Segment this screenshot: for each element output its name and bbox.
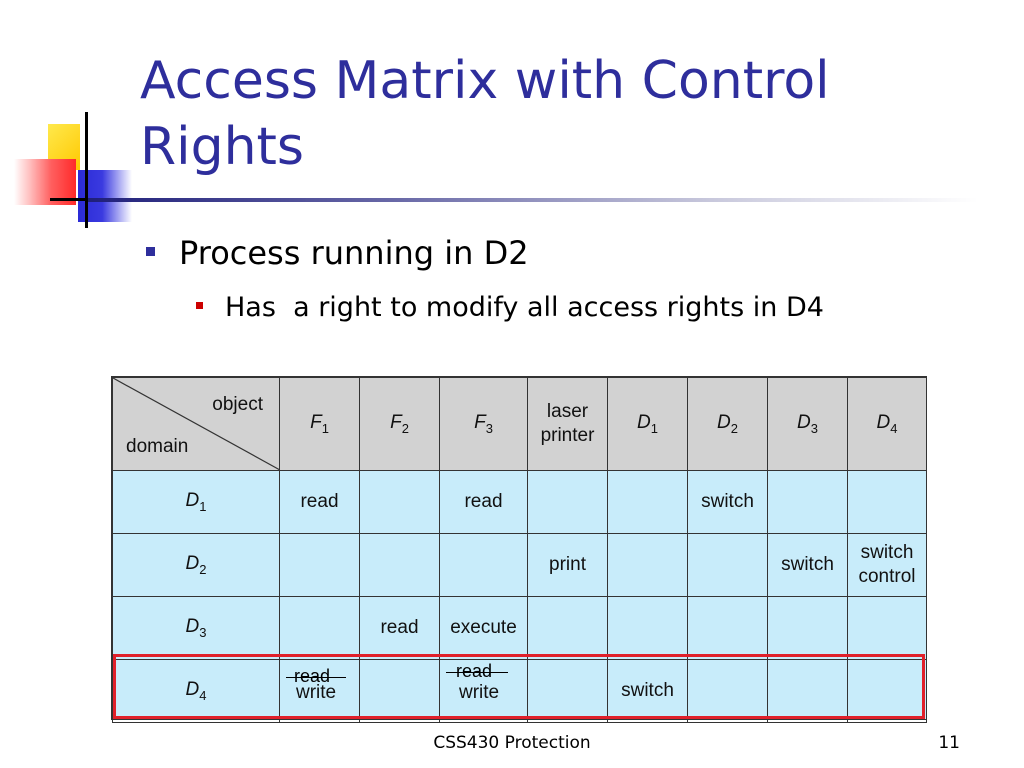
table-cell — [279, 596, 360, 660]
col-header-d3: D3 — [767, 377, 848, 471]
table-cell — [847, 596, 927, 660]
bullet-square-icon — [196, 302, 203, 309]
annotation-strike-line — [286, 677, 346, 678]
bullet-square-icon — [146, 246, 155, 256]
table-cell: read — [439, 470, 528, 534]
title-underline — [88, 198, 978, 202]
row-header-d4: D4 — [112, 659, 280, 723]
table-cell — [279, 533, 360, 597]
table-cell — [359, 659, 440, 723]
table-cell: read write — [279, 659, 360, 723]
bullet-text: Has a right to modify all access rights … — [225, 292, 824, 323]
col-header-d4: D4 — [847, 377, 927, 471]
slide-title: Access Matrix with Control Rights — [140, 51, 830, 177]
col-header-d1: D1 — [607, 377, 688, 471]
footer-title: CSS430 Protection — [433, 733, 591, 753]
logo-vertical-line — [85, 112, 88, 228]
table-cell: switch — [767, 533, 848, 597]
table-cell — [527, 596, 608, 660]
table-cell: read write — [439, 659, 528, 723]
table-cell — [687, 533, 768, 597]
domain-label: domain — [126, 436, 189, 457]
table-cell — [607, 470, 688, 534]
col-header-f1: F1 — [279, 377, 360, 471]
table-cell: switch — [607, 659, 688, 723]
page-number: 11 — [938, 733, 960, 753]
cell-text: write — [296, 682, 337, 703]
table-row: D3 read execute — [112, 596, 927, 660]
table-cell — [607, 596, 688, 660]
table-cell: read — [359, 596, 440, 660]
row-header-d1: D1 — [112, 470, 280, 534]
annotation-read-f3: read — [456, 661, 493, 681]
table-cell — [359, 533, 440, 597]
table-cell — [847, 659, 927, 723]
object-label: object — [212, 394, 263, 415]
table-cell — [439, 533, 528, 597]
table-cell — [607, 533, 688, 597]
table-cell — [527, 659, 608, 723]
table-cell — [359, 470, 440, 534]
corner-header: object domain — [112, 377, 280, 471]
table-cell — [687, 596, 768, 660]
annotation-read-f1: read — [294, 666, 331, 686]
table-cell: print — [527, 533, 608, 597]
bullet-text: Process running in D2 — [179, 234, 529, 272]
col-header-d2: D2 — [687, 377, 768, 471]
table-cell — [847, 470, 927, 534]
annotation-strike-line — [446, 672, 508, 673]
cell-text: write — [459, 682, 500, 703]
table-row: D1 read read switch — [112, 470, 927, 534]
table-cell — [767, 470, 848, 534]
table-cell — [767, 659, 848, 723]
table-cell — [767, 596, 848, 660]
logo-red-block — [14, 159, 76, 205]
col-header-f3: F3 — [439, 377, 528, 471]
row-header-d3: D3 — [112, 596, 280, 660]
bullet-level2: Has a right to modify all access rights … — [196, 292, 824, 323]
table-cell — [687, 659, 768, 723]
table-cell — [527, 470, 608, 534]
table-cell: read — [279, 470, 360, 534]
table-cell: switch — [687, 470, 768, 534]
bullet-level1: Process running in D2 — [146, 234, 529, 272]
corner-diagonal-line — [113, 378, 280, 470]
slide-logo — [0, 0, 142, 240]
table-row-highlighted: D4 read write read write — [112, 659, 927, 723]
col-header-f2: F2 — [359, 377, 440, 471]
table-cell: execute — [439, 596, 528, 660]
row-header-d2: D2 — [112, 533, 280, 597]
